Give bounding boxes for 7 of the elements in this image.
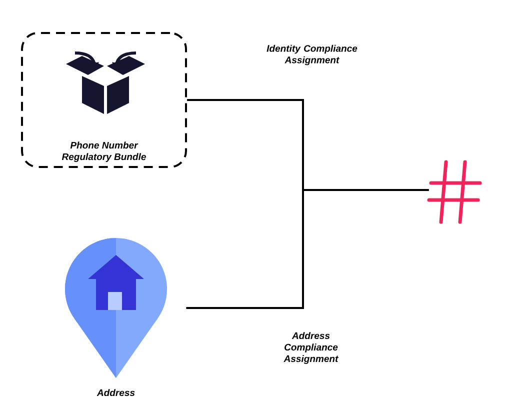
bundle-box: Phone Number Regulatory Bundle [21,32,187,168]
node-label: Address [96,389,135,396]
connector [186,189,429,309]
hash-icon [427,160,482,224]
edge-label: Address Compliance Assignment [284,332,339,364]
edge-label: Identity Compliance Assignment [266,44,358,66]
address-pin: Address [65,238,167,396]
